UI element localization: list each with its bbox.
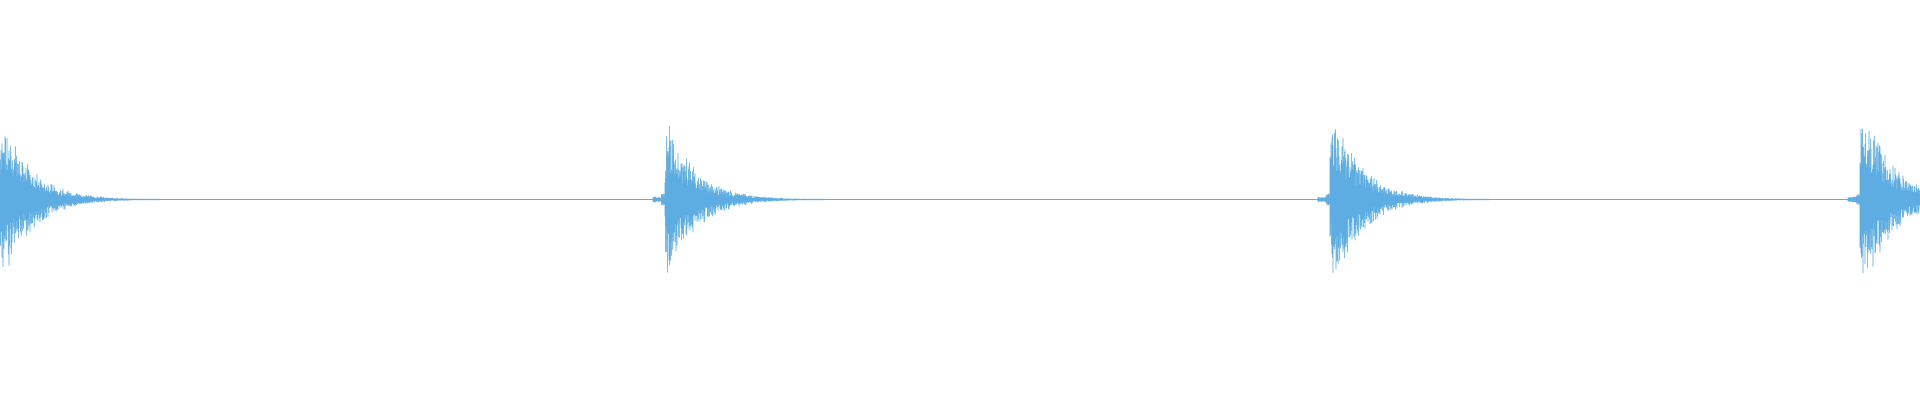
waveform-hit-1	[0, 136, 160, 267]
waveform-hit-2	[652, 125, 825, 273]
waveform-hit-3	[1317, 129, 1490, 273]
waveform-hit-path	[1847, 128, 1920, 274]
waveform-hit-path	[1317, 129, 1490, 273]
waveform-hits	[0, 125, 1920, 274]
waveform-hit-path	[652, 125, 825, 273]
waveform-hit-path	[0, 136, 160, 267]
waveform-hit-4	[1847, 128, 1920, 274]
